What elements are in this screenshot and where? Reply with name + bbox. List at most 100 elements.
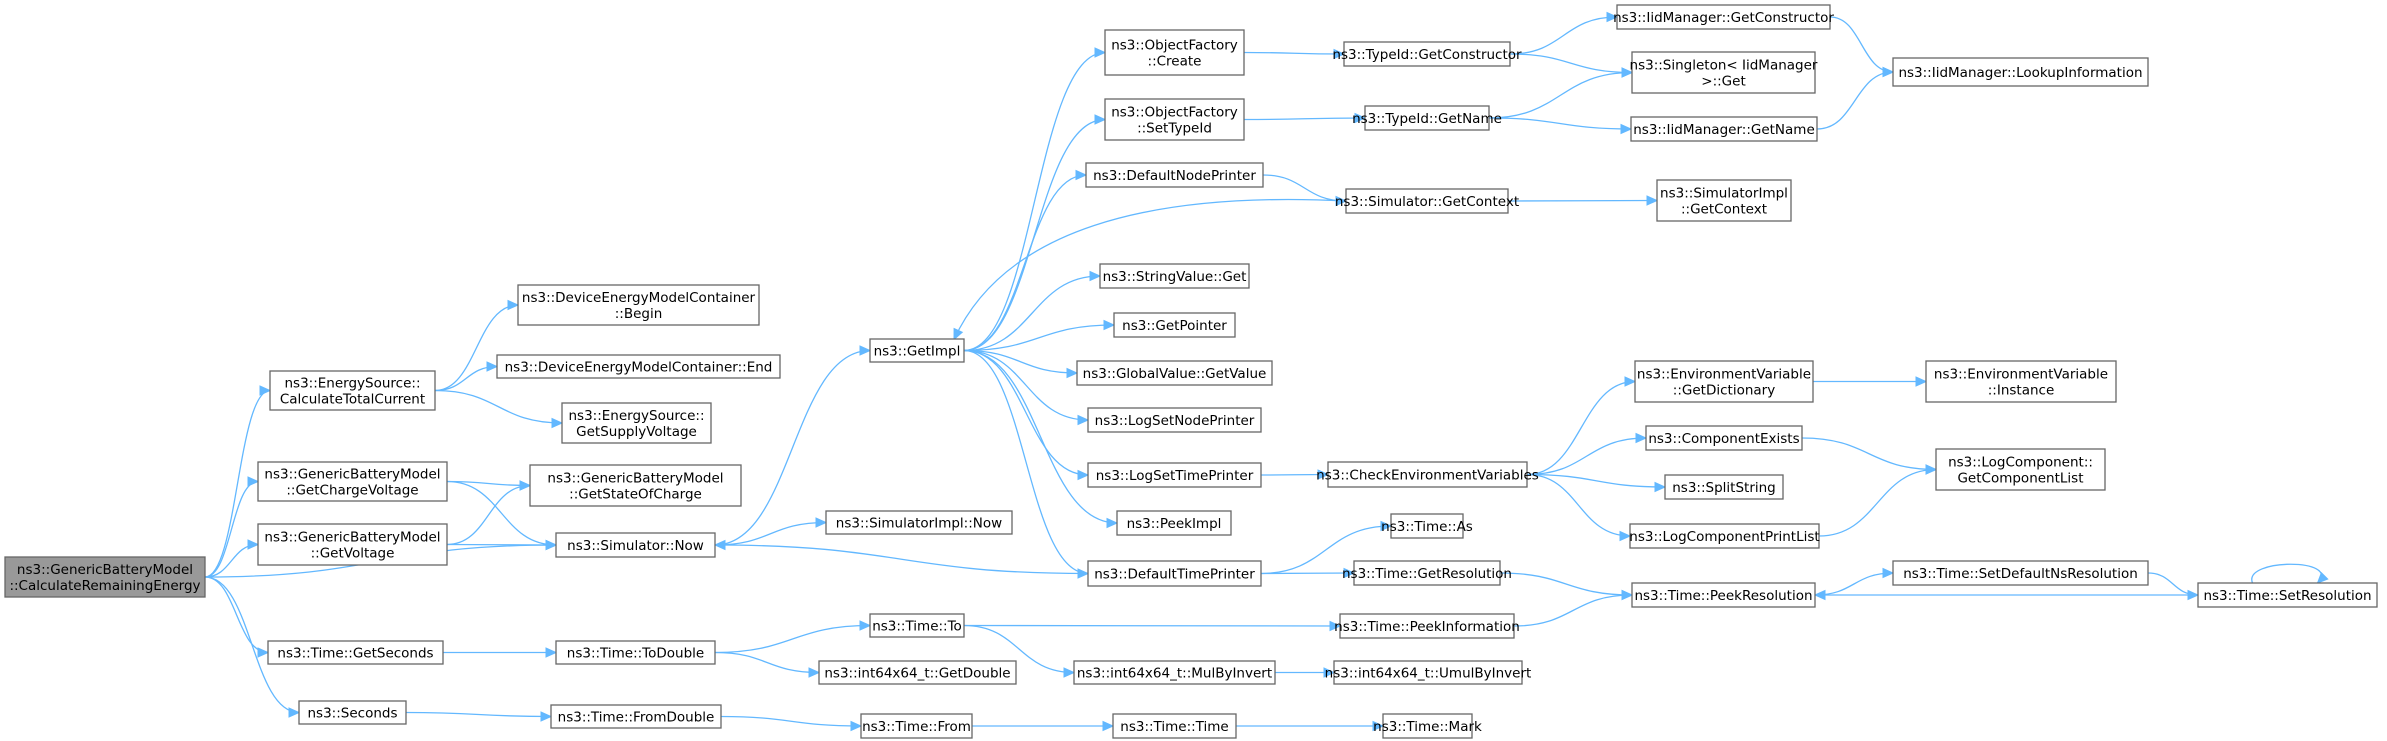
edge-simGetContext-to-simImplGetContext xyxy=(1507,199,1658,202)
node-getResolution[interactable]: ns3::Time::GetResolution xyxy=(1342,560,1512,586)
edge-simNow-to-simImplNow-arrowhead xyxy=(815,517,828,528)
node-box xyxy=(1925,360,2117,403)
node-label: ns3::GlobalValue::GetValue xyxy=(1083,366,1267,382)
node-label: ns3::EnergySource:: xyxy=(568,408,704,424)
node-timeTo[interactable]: ns3::Time::To xyxy=(869,613,965,638)
node-getImpl[interactable]: ns3::GetImpl xyxy=(869,338,965,363)
node-label: ns3::int64x64_t::GetDouble xyxy=(824,666,1010,682)
edge-checkEnv-to-componentExists-arrowhead xyxy=(1635,432,1648,444)
edge-logSetTimePrinter-to-checkEnv-arrowhead xyxy=(1317,469,1330,480)
node-logSetNodePrinter[interactable]: ns3::LogSetNodePrinter xyxy=(1087,407,1262,433)
node-peekInformation[interactable]: ns3::Time::PeekInformation xyxy=(1334,613,1520,639)
edge-getImpl-to-defTimePrinter xyxy=(963,349,1089,575)
edge-peekResolution-to-setDefaultNsRes xyxy=(1814,572,1894,596)
node-tidGetName[interactable]: ns3::TypeId::GetName xyxy=(1352,105,1502,131)
edge-getImpl-to-getPointer-arrowhead xyxy=(1103,319,1116,331)
node-label: ns3::DefaultNodePrinter xyxy=(1093,168,1256,184)
node-getVoltage[interactable]: ns3::GenericBatteryModel::GetVoltage xyxy=(257,523,448,566)
edge-getResolution-to-peekResolution xyxy=(1499,572,1633,596)
node-iidGetName[interactable]: ns3::IidManager::GetName xyxy=(1630,116,1818,142)
node-box xyxy=(555,532,716,558)
node-timeMark[interactable]: ns3::Time::Mark xyxy=(1373,713,1482,739)
edge-setResolution-to-setResolution xyxy=(2251,563,2322,584)
node-box xyxy=(1333,660,1523,685)
node-mulByInvert[interactable]: ns3::int64x64_t::MulByInvert xyxy=(1073,660,1276,685)
node-box xyxy=(1339,613,1515,639)
edge-defTimePrinter-to-timeAs xyxy=(1260,525,1392,575)
node-label: ns3::Time::GetResolution xyxy=(1342,566,1512,582)
node-iidGetConstructor[interactable]: ns3::IidManager::GetConstructor xyxy=(1613,4,1834,30)
node-simImplNow[interactable]: ns3::SimulatorImpl::Now xyxy=(825,510,1013,535)
node-getStateOfCharge[interactable]: ns3::GenericBatteryModel::GetStateOfChar… xyxy=(529,464,742,507)
node-label: ns3::EnvironmentVariable xyxy=(1637,367,1811,383)
node-ofCreate[interactable]: ns3::ObjectFactory::Create xyxy=(1104,29,1245,76)
node-envInstance[interactable]: ns3::EnvironmentVariable::Instance xyxy=(1925,360,2117,403)
node-defNodePrinter[interactable]: ns3::DefaultNodePrinter xyxy=(1085,162,1264,188)
node-getChargeVoltage[interactable]: ns3::GenericBatteryModel::GetChargeVolta… xyxy=(257,461,448,502)
node-int64GetDouble[interactable]: ns3::int64x64_t::GetDouble xyxy=(818,660,1017,685)
edge-getImpl-to-logSetTimePrinter-arrowhead xyxy=(1077,469,1090,481)
node-getPointer[interactable]: ns3::GetPointer xyxy=(1113,312,1236,338)
node-splitString[interactable]: ns3::SplitString xyxy=(1664,474,1784,500)
node-timeTime[interactable]: ns3::Time::Time xyxy=(1112,713,1237,739)
node-logCompGetList[interactable]: ns3::LogComponent::GetComponentList xyxy=(1935,448,2106,491)
node-iidLookupInfo[interactable]: ns3::IidManager::LookupInformation xyxy=(1892,57,2149,87)
node-simImplGetContext[interactable]: ns3::SimulatorImpl::GetContext xyxy=(1656,179,1792,222)
edge-fromDouble-to-timeFrom xyxy=(720,715,862,727)
node-label: ns3::LogComponentPrintList xyxy=(1629,529,1819,545)
node-box xyxy=(860,713,973,739)
edge-getImpl-to-defNodePrinter-arrowhead xyxy=(1075,169,1088,181)
node-seconds[interactable]: ns3::Seconds xyxy=(298,700,407,725)
node-label: ::Instance xyxy=(1988,383,2055,399)
node-getSecondsT[interactable]: ns3::Time::GetSeconds xyxy=(267,640,444,665)
node-tidGetConstructor[interactable]: ns3::TypeId::GetConstructor xyxy=(1332,41,1522,67)
edge-tidGetConstructor-to-iidGetConstructor xyxy=(1509,16,1618,55)
node-singletonGet[interactable]: ns3::Singleton< IidManager>::Get xyxy=(1630,51,1818,94)
node-label: CalculateTotalCurrent xyxy=(280,392,425,408)
node-demcEnd[interactable]: ns3::DeviceEnergyModelContainer::End xyxy=(496,354,781,379)
node-timeFrom[interactable]: ns3::Time::From xyxy=(860,713,973,739)
node-defTimePrinter[interactable]: ns3::DefaultTimePrinter xyxy=(1087,560,1262,587)
node-box xyxy=(1073,660,1276,685)
node-peekImpl[interactable]: ns3::PeekImpl xyxy=(1116,510,1232,536)
edge-root-to-getSecondsT-arrowhead xyxy=(257,647,270,658)
node-calcTotalCurrent[interactable]: ns3::EnergySource::CalculateTotalCurrent xyxy=(269,370,436,411)
node-demcBegin[interactable]: ns3::DeviceEnergyModelContainer::Begin xyxy=(517,284,760,326)
edge-calcTotalCurrent-to-demcBegin-arrowhead xyxy=(507,299,520,311)
node-svGet[interactable]: ns3::StringValue::Get xyxy=(1099,263,1250,289)
node-root[interactable]: ns3::GenericBatteryModel::CalculateRemai… xyxy=(4,556,206,598)
edge-logCompPrintList-to-logCompGetList-arrowhead xyxy=(1925,464,1938,475)
call-graph-edges xyxy=(204,11,2329,732)
node-getSupplyVoltage[interactable]: ns3::EnergySource::GetSupplyVoltage xyxy=(561,402,712,444)
node-setResolution[interactable]: ns3::Time::SetResolution xyxy=(2197,582,2378,608)
edge-setResolution-to-peekResolution-arrowhead xyxy=(1813,589,1826,601)
node-peekResolution[interactable]: ns3::Time::PeekResolution xyxy=(1631,582,1816,608)
node-label: ns3::Time::SetDefaultNsResolution xyxy=(1903,566,2138,582)
node-setDefaultNsRes[interactable]: ns3::Time::SetDefaultNsResolution xyxy=(1892,560,2149,586)
edge-toDouble-to-timeTo xyxy=(714,624,871,654)
node-label: ns3::SimulatorImpl xyxy=(1660,186,1788,202)
edge-tidGetConstructor-to-singletonGet xyxy=(1509,53,1633,74)
node-toDouble[interactable]: ns3::Time::ToDouble xyxy=(555,640,716,665)
edge-toDouble-to-int64GetDouble-arrowhead xyxy=(808,667,821,678)
node-fromDouble[interactable]: ns3::Time::FromDouble xyxy=(550,704,722,729)
node-label: ns3::Time::SetResolution xyxy=(2203,588,2371,604)
node-simNow[interactable]: ns3::Simulator::Now xyxy=(555,532,716,558)
node-label: ns3::Simulator::GetContext xyxy=(1335,194,1519,210)
node-simGetContext[interactable]: ns3::Simulator::GetContext xyxy=(1335,188,1519,214)
edge-timeTo-to-mulByInvert-arrowhead xyxy=(1063,667,1076,678)
node-timeAs[interactable]: ns3::Time::As xyxy=(1381,513,1473,539)
node-gvGetValue[interactable]: ns3::GlobalValue::GetValue xyxy=(1076,360,1273,386)
node-umulByInvert[interactable]: ns3::int64x64_t::UmulByInvert xyxy=(1325,660,1532,685)
node-logCompPrintList[interactable]: ns3::LogComponentPrintList xyxy=(1629,523,1820,549)
node-componentExists[interactable]: ns3::ComponentExists xyxy=(1645,425,1803,451)
node-box xyxy=(1630,116,1818,142)
node-label: ns3::SimulatorImpl::Now xyxy=(836,516,1002,532)
node-box xyxy=(561,402,712,444)
node-label: ns3::TypeId::GetName xyxy=(1352,111,1502,127)
node-ofSetTypeId[interactable]: ns3::ObjectFactory::SetTypeId xyxy=(1104,98,1245,141)
node-checkEnv[interactable]: ns3::CheckEnvironmentVariables xyxy=(1316,461,1539,488)
node-envGetDictionary[interactable]: ns3::EnvironmentVariable::GetDictionary xyxy=(1634,360,1814,403)
node-logSetTimePrinter[interactable]: ns3::LogSetTimePrinter xyxy=(1087,462,1262,488)
